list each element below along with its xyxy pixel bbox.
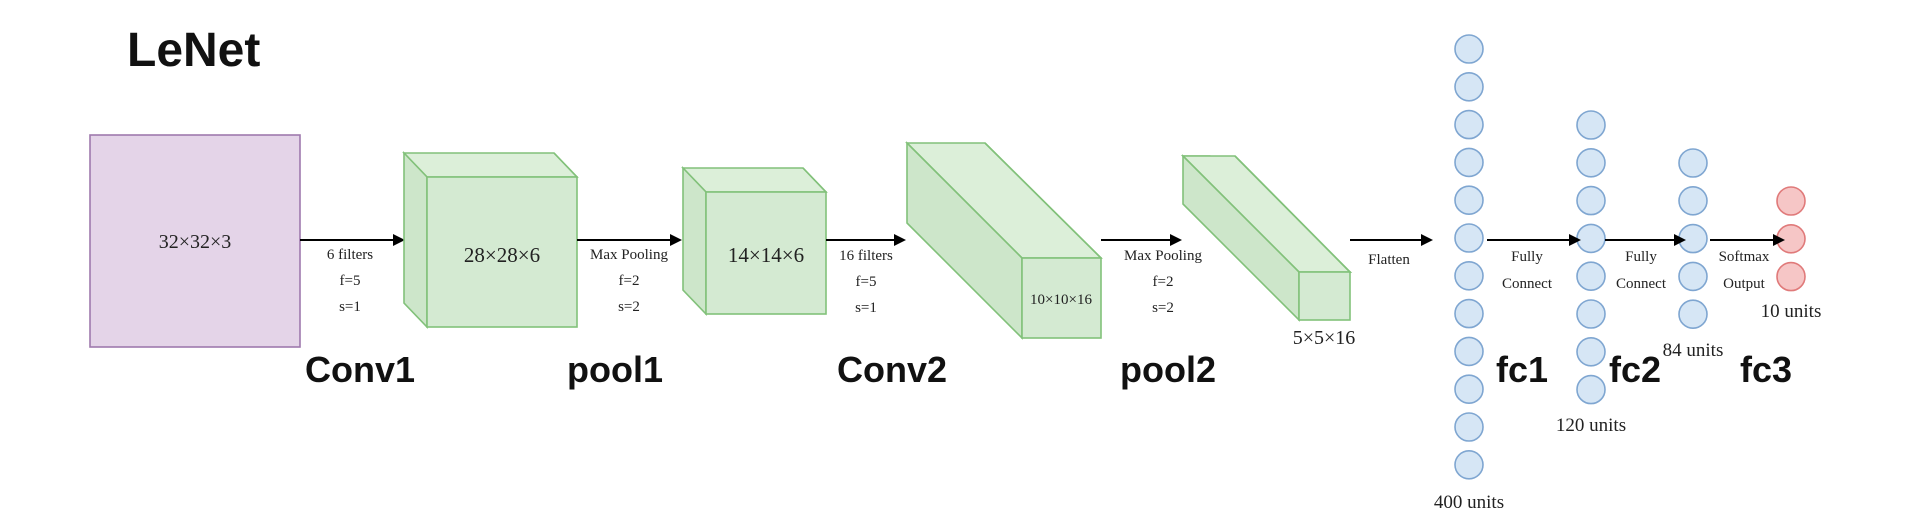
- fc1-node-7: [1454, 260, 1484, 291]
- pool1-label: pool1: [567, 349, 663, 390]
- conv2-label: Conv2: [837, 349, 947, 390]
- pool2-param-0: Max Pooling: [1124, 248, 1202, 264]
- pool2-params: Max Pooling f=2 s=2: [1124, 248, 1202, 316]
- fc3-units: 84 units: [1663, 340, 1724, 361]
- fc1-node-10: [1454, 374, 1484, 405]
- conv1-label: Conv1: [305, 349, 415, 390]
- fc3-node-2: [1678, 186, 1708, 216]
- arrow-conv2-pool2: [1101, 234, 1182, 246]
- fc1-node-1: [1454, 34, 1484, 64]
- output-units: 10 units: [1761, 301, 1822, 322]
- fc2-connect-0: Fully: [1625, 249, 1657, 265]
- fc1-nodes: [1454, 34, 1484, 480]
- fc2-node-6: [1576, 299, 1606, 329]
- fc1-node-2: [1454, 72, 1484, 102]
- flatten-label: Flatten: [1368, 252, 1410, 268]
- fc2-node-3: [1576, 185, 1606, 216]
- arrow-fc3-output: [1710, 234, 1785, 246]
- pool1-box: 14×14×6: [681, 166, 828, 316]
- input-box: [89, 134, 301, 348]
- fc2-node-8: [1576, 374, 1606, 405]
- fc1-node-3: [1454, 109, 1484, 140]
- fc1-node-6: [1454, 223, 1484, 253]
- pool2-param-1: f=2: [1153, 274, 1174, 290]
- arrow-flatten: [1350, 234, 1433, 246]
- fc1-connect-1: Connect: [1502, 276, 1553, 292]
- conv1-param-0: 6 filters: [327, 247, 373, 263]
- fc3-connect-text: Softmax Output: [1719, 249, 1770, 292]
- output-nodes: [1776, 186, 1806, 292]
- output-node-1: [1776, 186, 1806, 216]
- pool1-param-1: f=2: [619, 273, 640, 289]
- fc1-node-4: [1454, 147, 1484, 178]
- conv2-param-2: s=1: [855, 300, 877, 316]
- arrow-pool1-conv2: [826, 234, 906, 246]
- pool2-label: pool2: [1120, 349, 1216, 390]
- fc2-node-7: [1576, 336, 1606, 367]
- fc2-connect-text: Fully Connect: [1616, 249, 1667, 292]
- conv2-params: 16 filters f=5 s=1: [839, 248, 893, 316]
- pool2-box: 5×5×16: [1181, 154, 1356, 349]
- fc3-node-5: [1678, 299, 1708, 330]
- conv1-params: 6 filters f=5 s=1: [327, 247, 373, 315]
- conv1-param-1: f=5: [340, 273, 361, 289]
- fc2-connect-1: Connect: [1616, 276, 1667, 292]
- fc3-connect-1: Output: [1723, 276, 1766, 292]
- pool2-param-2: s=2: [1152, 300, 1174, 316]
- fc2-nodes: [1576, 110, 1606, 405]
- fc2-node-1: [1576, 110, 1606, 140]
- fc1-node-9: [1454, 336, 1484, 367]
- fc1-node-8: [1454, 298, 1484, 329]
- input-layer: 32×32×3: [89, 134, 301, 348]
- pool1-param-0: Max Pooling: [590, 247, 668, 263]
- pool1-dims: 14×14×6: [728, 243, 804, 267]
- fc1-node-11: [1454, 412, 1484, 442]
- fc2-units: 120 units: [1556, 415, 1626, 436]
- pool1-param-2: s=2: [618, 299, 640, 315]
- conv1-dims: 28×28×6: [464, 243, 540, 267]
- fc2-node-2: [1576, 148, 1606, 178]
- fc2-node-4: [1576, 223, 1606, 254]
- output-node-3: [1776, 261, 1806, 292]
- fc1-connect-text: Fully Connect: [1502, 249, 1553, 292]
- fc3-node-1: [1678, 148, 1708, 178]
- fc3-label: fc3: [1740, 349, 1792, 390]
- input-dims: 32×32×3: [159, 231, 232, 253]
- fc1-node-12: [1454, 449, 1484, 480]
- fc3-connect-0: Softmax: [1719, 249, 1770, 265]
- fc1-units: 400 units: [1434, 492, 1504, 513]
- pool2-dims: 5×5×16: [1293, 327, 1356, 349]
- fc2-label: fc2: [1609, 349, 1661, 390]
- fc1-node-5: [1454, 185, 1484, 215]
- conv2-param-0: 16 filters: [839, 248, 893, 264]
- arrow-input-conv1: [300, 234, 405, 246]
- fc3-nodes: [1678, 148, 1708, 330]
- diagram-title: LeNet: [127, 24, 260, 77]
- conv1-param-2: s=1: [339, 299, 361, 315]
- arrow-fc1-fc2: [1487, 234, 1581, 246]
- fc1-connect-0: Fully: [1511, 249, 1543, 265]
- conv2-param-1: f=5: [856, 274, 877, 290]
- pool1-params: Max Pooling f=2 s=2: [590, 247, 668, 315]
- conv2-dims: 10×10×16: [1030, 292, 1092, 308]
- fc2-node-5: [1576, 261, 1606, 292]
- conv2-box: 10×10×16: [905, 141, 1103, 340]
- conv1-box: 28×28×6: [402, 151, 579, 329]
- arrow-fc2-fc3: [1605, 234, 1686, 246]
- fc3-node-4: [1678, 261, 1708, 292]
- arrow-conv1-pool1: [577, 234, 682, 246]
- fc1-label: fc1: [1496, 349, 1548, 390]
